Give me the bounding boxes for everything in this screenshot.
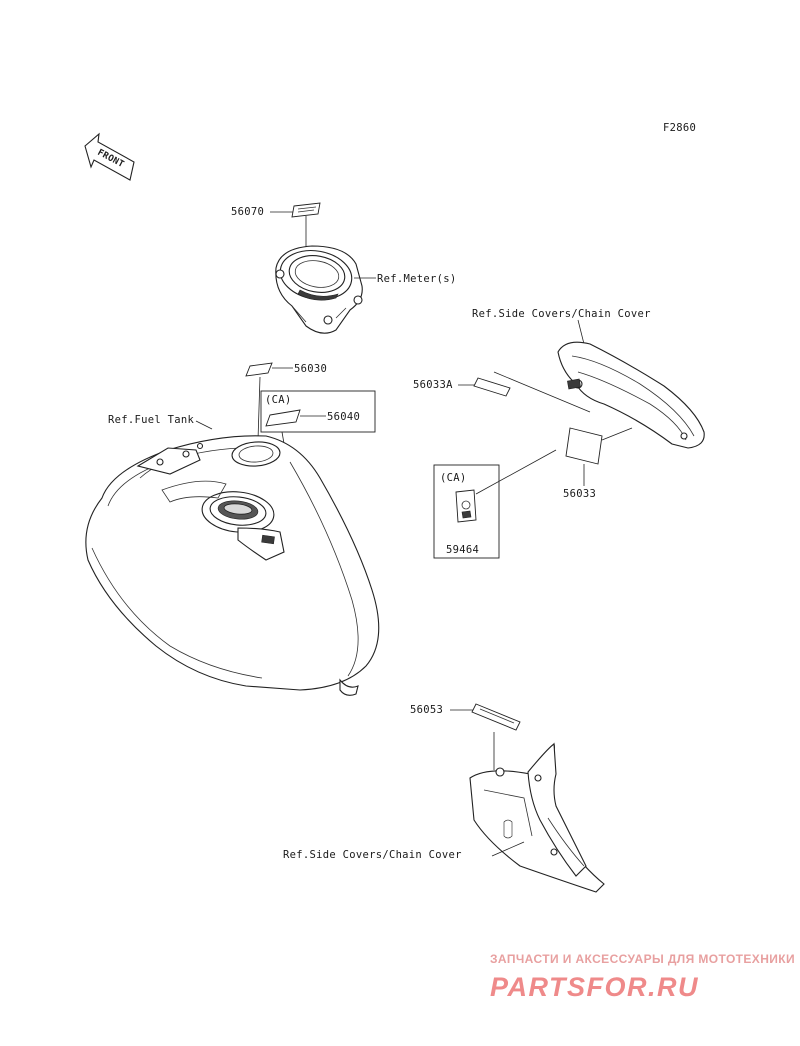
- ca-label-upper: (CA): [265, 394, 292, 406]
- part-56040-label: 56040: [327, 411, 360, 423]
- ref-fuel-tank-label: Ref.Fuel Tank: [108, 414, 194, 426]
- part-56070-label: 56070: [231, 206, 264, 218]
- part-56033a-label: 56033A: [413, 379, 453, 391]
- side-cover-upper-group: Ref.Side Covers/Chain Cover 56033A 56033…: [413, 308, 705, 559]
- watermark-tagline: ЗАПЧАСТИ И АКСЕССУАРЫ ДЛЯ МОТОТЕХНИКИ: [490, 952, 795, 966]
- meter-assembly: 56070 Ref.Meter(s): [231, 202, 456, 334]
- decal-56033a: [473, 377, 511, 397]
- decal-56030: [245, 362, 273, 377]
- decal-56053: [471, 703, 521, 731]
- part-56030-label: 56030: [294, 363, 327, 375]
- watermark-brand: PARTSFOR.RU: [490, 972, 699, 1002]
- decal-56040: [265, 409, 301, 427]
- ref-side-covers-bottom-label: Ref.Side Covers/Chain Cover: [283, 849, 462, 861]
- ca-group-59464: [433, 464, 500, 559]
- fuel-tank-body: [85, 435, 380, 691]
- decal-59464: [455, 489, 477, 523]
- ref-side-covers-top-label: Ref.Side Covers/Chain Cover: [472, 308, 651, 320]
- watermark: ЗАПЧАСТИ И АКСЕССУАРЫ ДЛЯ МОТОТЕХНИКИ PA…: [490, 952, 795, 1002]
- fuel-tank: Ref.Fuel Tank: [85, 414, 380, 696]
- front-arrow-icon: FRONT: [84, 132, 135, 181]
- fuel-tank-labels: 56030 (CA) 56040: [245, 362, 376, 479]
- part-56033-label: 56033: [563, 488, 596, 500]
- side-cover-lower-group: 56053 Ref.Side Covers/Chain Cover: [283, 703, 605, 893]
- part-56053-label: 56053: [410, 704, 443, 716]
- decal-56033: [565, 427, 603, 465]
- part-59464-label: 59464: [446, 544, 479, 556]
- ref-meter-label: Ref.Meter(s): [377, 273, 456, 285]
- ca-group-56040: [260, 390, 376, 433]
- decal-56070: [291, 202, 321, 218]
- figure-code: F2860: [663, 122, 696, 134]
- ca-label-lower: (CA): [440, 472, 467, 484]
